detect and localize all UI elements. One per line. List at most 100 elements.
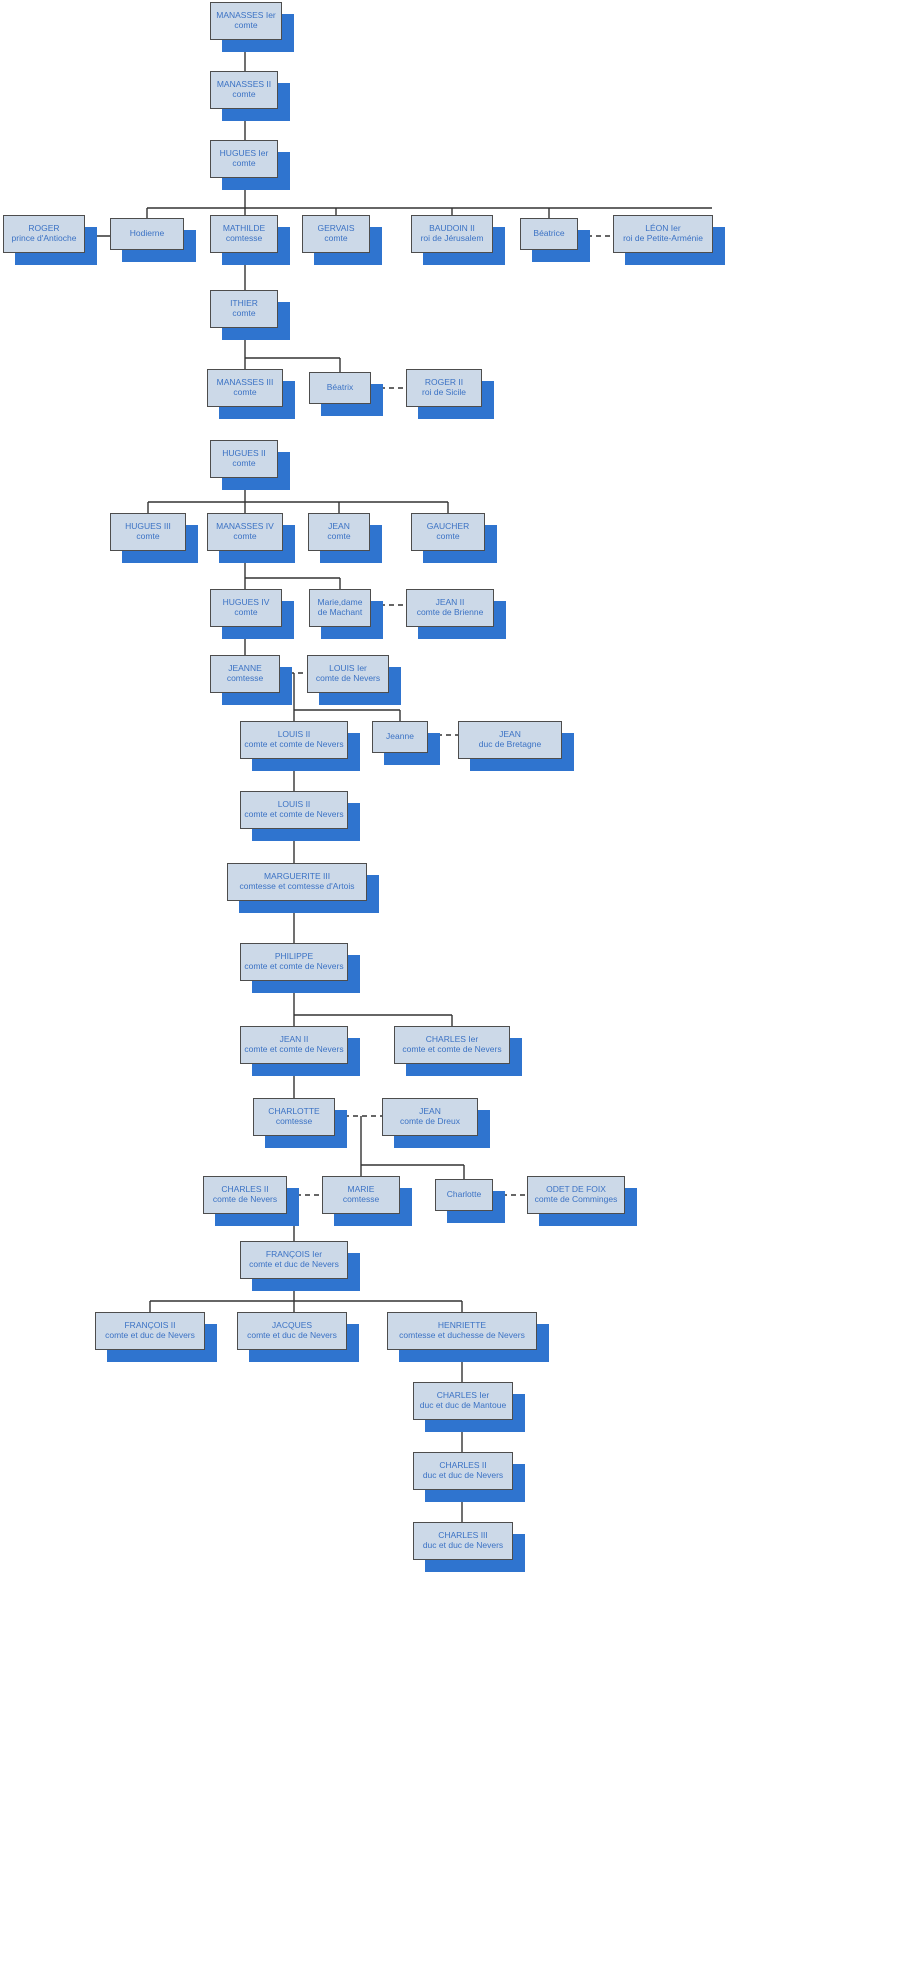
person-name: JEAN [499, 729, 521, 740]
person-name: MARIE [347, 1184, 375, 1195]
person-title: comte [232, 308, 256, 318]
person-name: HUGUES Ier [219, 148, 269, 159]
person-title: comte [233, 387, 257, 397]
person-title: comtesse [225, 233, 263, 243]
person-name: MANASSES III [216, 377, 274, 388]
person-name: LOUIS II [277, 799, 311, 810]
person-title: duc et duc de Nevers [422, 1540, 504, 1550]
person-name: CHARLES II [439, 1460, 487, 1471]
person-name: JEAN [328, 521, 350, 532]
person-title: comtesse et comtesse d'Artois [239, 881, 355, 891]
person-title: comte de Dreux [400, 1116, 460, 1126]
person-name: MATHILDE [222, 223, 266, 234]
person-node[interactable]: Jeanne [372, 721, 428, 753]
person-title: comte [327, 531, 351, 541]
person-title: comte [436, 531, 460, 541]
person-name: PHILIPPE [274, 951, 314, 962]
person-title: comte [136, 531, 160, 541]
person-title: comtesse [342, 1194, 380, 1204]
person-title: comtesse [226, 673, 264, 683]
person-title: comte et comte de Nevers [244, 739, 344, 749]
person-name: FRANÇOIS Ier [265, 1249, 323, 1260]
person-name: ROGER II [424, 377, 464, 388]
person-title: duc et duc de Mantoue [419, 1400, 507, 1410]
person-title: comte [233, 531, 257, 541]
person-name: LOUIS Ier [329, 663, 367, 674]
person-name: JACQUES [271, 1320, 313, 1331]
person-node[interactable]: Béatrix [309, 372, 371, 404]
person-name: GAUCHER [426, 521, 470, 532]
person-title: comte [324, 233, 348, 243]
person-name: JEAN II [279, 1034, 309, 1045]
person-name: HUGUES III [125, 521, 171, 532]
person-name: GERVAIS [317, 223, 355, 234]
person-title: roi de Petite-Arménie [623, 233, 703, 243]
person-name: MARGUERITE III [263, 871, 331, 882]
person-name: BAUDOIN II [429, 223, 475, 234]
person-name: ODET DE FOIX [546, 1184, 606, 1195]
person-title: comte [232, 89, 256, 99]
person-title: comte de Nevers [315, 673, 381, 683]
person-name: CHARLES II [221, 1184, 269, 1195]
person-title: roi de Sicile [422, 387, 466, 397]
person-name: ROGER [28, 223, 60, 234]
person-title: comte et comte de Nevers [244, 1044, 344, 1054]
person-node[interactable]: Hodierne [110, 218, 184, 250]
person-name: LOUIS II [277, 729, 311, 740]
person-node[interactable]: Charlotte [435, 1179, 493, 1211]
person-title: comte et comte de Nevers [244, 961, 344, 971]
person-name: MANASSES II [216, 79, 272, 90]
person-name: HUGUES IV [222, 597, 270, 608]
person-name: Hodierne [129, 228, 165, 239]
person-name: ITHIER [230, 298, 258, 309]
person-name: CHARLES Ier [425, 1034, 479, 1045]
person-name: MANASSES IV [216, 521, 274, 532]
person-title: comtesse [275, 1116, 313, 1126]
person-node[interactable]: Béatrice [520, 218, 578, 250]
person-name: HENRIETTE [437, 1320, 487, 1331]
person-title: comte [234, 20, 258, 30]
